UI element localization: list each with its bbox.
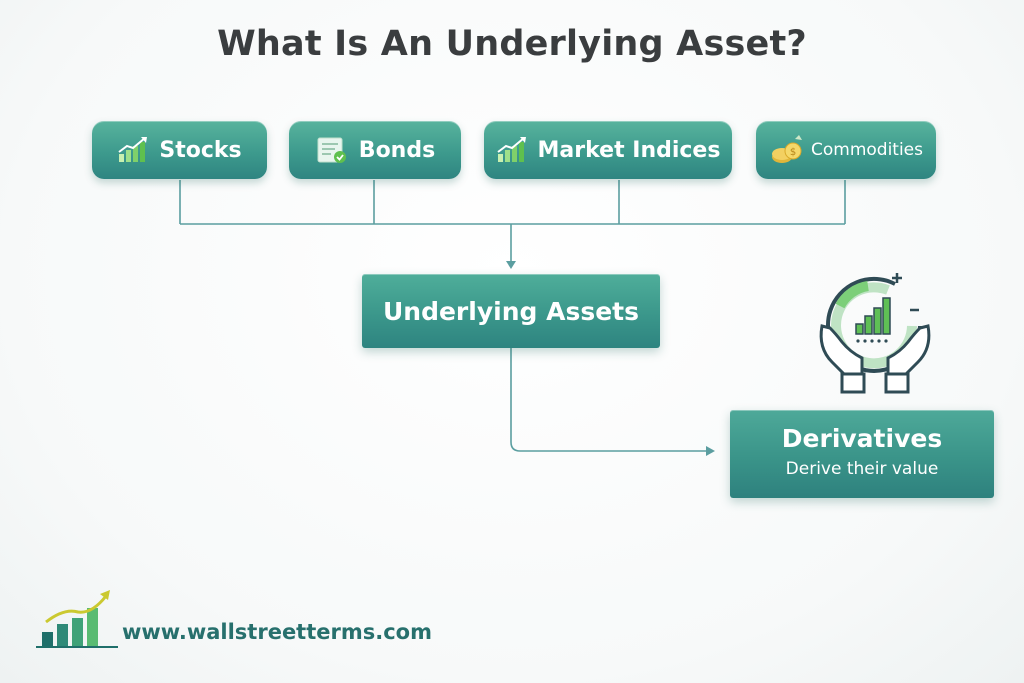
rising-bar-chart-logo (36, 590, 118, 648)
footer-url[interactable]: www.wallstreetterms.com (122, 620, 432, 644)
category-stocks: Stocks (92, 121, 267, 179)
underlying-assets-label: Underlying Assets (382, 296, 639, 326)
derivatives-box: Derivatives Derive their value (730, 410, 994, 498)
gold-coins-icon: $ (771, 135, 802, 163)
category-bonds: Bonds (289, 121, 461, 179)
derivatives-subtitle: Derive their value (785, 459, 939, 479)
growth-chart-icon (496, 137, 526, 162)
underlying-assets-box: Underlying Assets (362, 274, 660, 348)
derivatives-title: Derivatives (781, 424, 943, 453)
category-label: Bonds (358, 137, 436, 163)
category-label: Stocks (159, 137, 242, 163)
page-title: What Is An Underlying Asset? (217, 24, 807, 64)
growth-chart-icon (118, 137, 148, 162)
category-market-indices: Market Indices (484, 121, 732, 179)
hands-holding-gauge-icon (819, 273, 931, 394)
category-commodities: $ Commodities (756, 121, 936, 179)
category-label: Commodities (810, 140, 923, 160)
category-label: Market Indices (537, 137, 721, 163)
svg-text:$: $ (790, 147, 796, 158)
bond-certificate-icon (317, 137, 346, 163)
